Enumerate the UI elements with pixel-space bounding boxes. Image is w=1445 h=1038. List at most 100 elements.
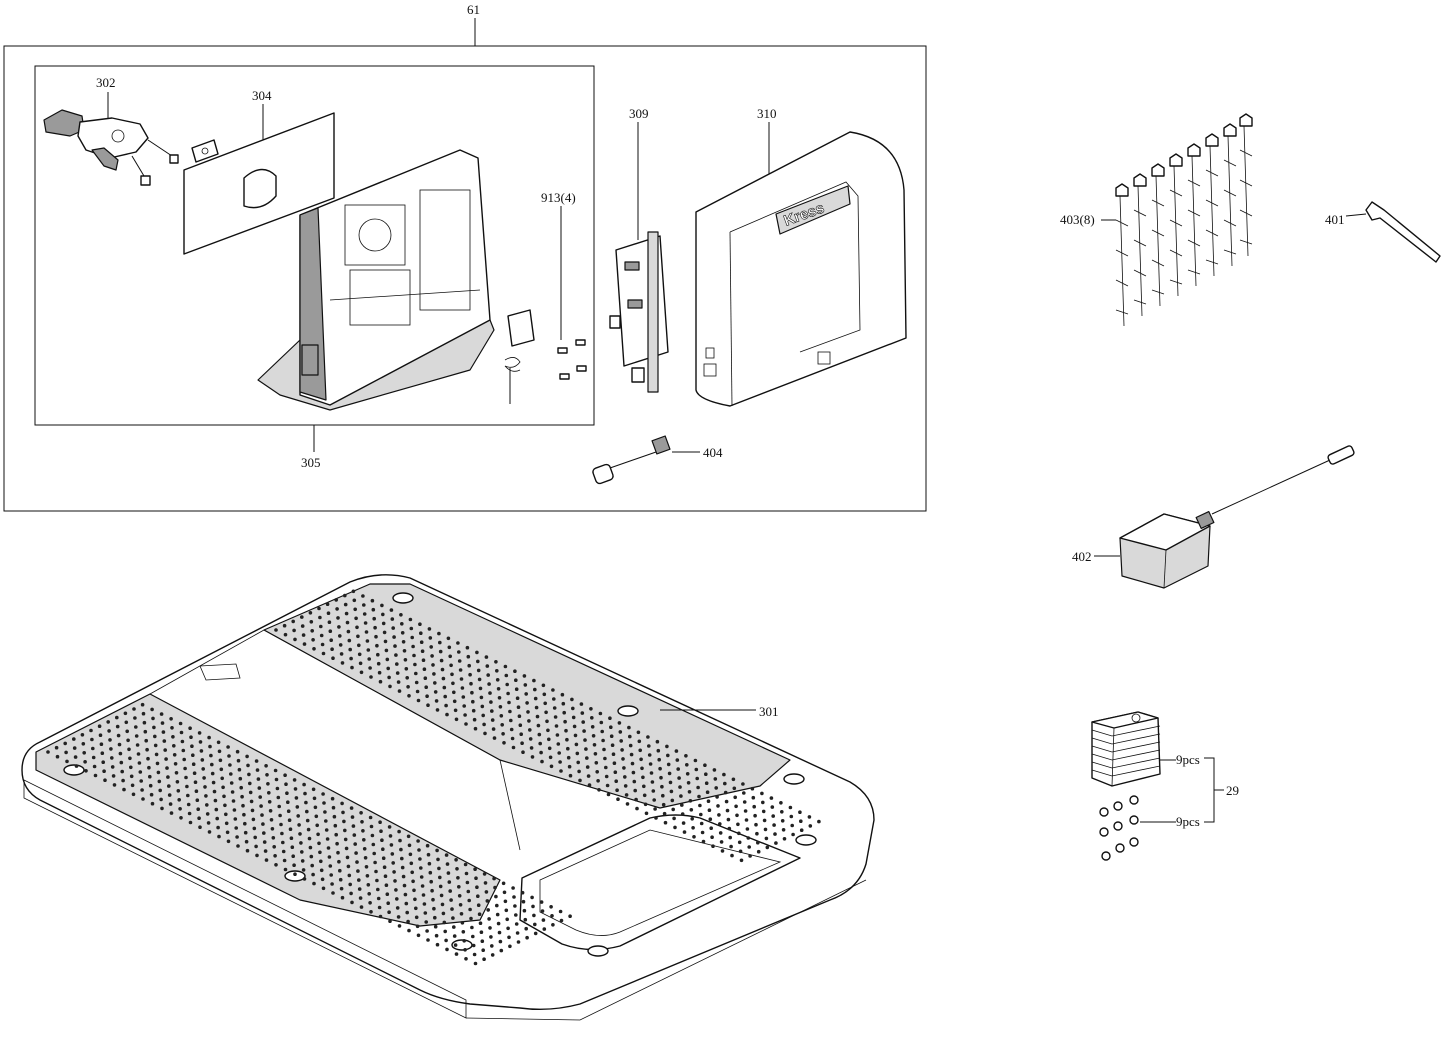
stud [646,735,650,739]
stud [475,885,479,889]
stud [562,710,566,715]
stud [423,911,428,915]
stud [218,758,223,763]
part-305-station-chassis [257,149,495,411]
stud [300,624,305,628]
stud [285,791,289,795]
stud [185,784,189,789]
stud [487,917,491,921]
stud [301,868,306,872]
stud [584,747,588,751]
stud [421,893,426,897]
stud [660,784,664,789]
stud [330,647,334,651]
stud [520,890,525,895]
stud [670,798,675,803]
stud [493,885,497,890]
stud [490,953,495,957]
part-29-blades-screws: 9pcs 9pcs 29 [1091,711,1239,861]
small-sticker [191,139,219,163]
stud [370,598,375,603]
stud [321,792,325,796]
stud [360,820,364,824]
stud [521,899,526,904]
stud [770,805,775,809]
stud [319,633,324,638]
stud [400,622,404,626]
stud [204,794,208,798]
stud [262,831,266,835]
stud [610,743,615,747]
stud [240,794,244,799]
stud [387,910,391,914]
stud [245,754,249,759]
stud [377,905,382,910]
stud [235,749,240,754]
psu-cable-end [1327,445,1355,465]
stud [431,663,435,667]
stud [655,739,660,744]
stud [556,742,561,746]
stud [771,814,775,818]
stud [653,807,657,811]
stud [64,750,68,755]
stud [414,671,418,676]
stud [372,616,377,621]
stud [616,797,620,801]
stud [513,904,517,908]
stud [362,603,366,607]
stud [742,791,746,795]
stud [154,752,159,757]
stud [495,903,499,908]
stud [514,922,519,926]
stud [415,689,420,694]
label-9pcs-a: 9pcs [1176,752,1200,767]
stud [317,841,321,846]
stud [576,760,580,765]
stud [334,598,339,602]
stud [606,792,611,797]
stud [362,838,366,842]
stud [89,728,93,733]
base-recess [519,814,801,951]
stud [533,696,538,701]
stud [416,839,420,843]
stud [149,792,154,797]
label-309: 309 [629,106,649,121]
stud [132,707,136,711]
stud [251,817,256,822]
stud [401,640,406,644]
stud [613,770,618,774]
stud [685,763,689,767]
stud [182,757,186,762]
stud [491,727,496,731]
stud [723,790,728,795]
stud [540,909,545,913]
stud [224,812,228,817]
stud [340,895,345,900]
stud [666,753,670,758]
stud [587,783,592,787]
stud [468,907,472,912]
stud [506,926,510,931]
stud [449,898,453,902]
stud [595,770,599,774]
stud [602,747,606,752]
stud [316,832,320,837]
stud [510,736,515,741]
stud [381,856,386,860]
stud [172,753,177,757]
stud [737,831,741,836]
stud [577,769,581,774]
label-cutout [243,168,277,209]
screw-1 [557,347,568,354]
stud [489,935,493,939]
stud [205,812,210,816]
stud [302,782,306,787]
stud [97,724,102,728]
stud [159,797,163,802]
stud [188,820,193,825]
stud [735,813,739,818]
plug-shaft [609,451,657,469]
stud [250,808,255,813]
